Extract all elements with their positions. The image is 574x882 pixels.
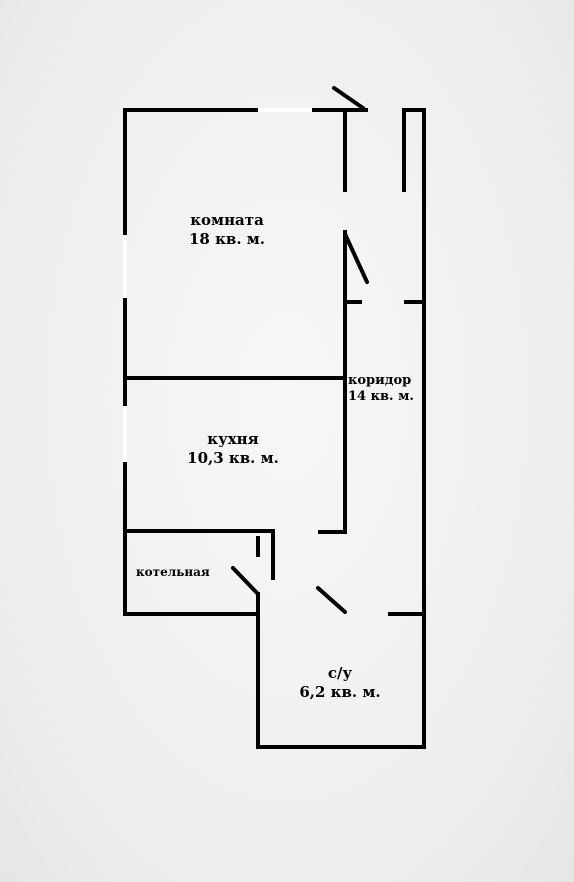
kitchen-name: кухня: [207, 430, 259, 448]
wc-name: с/у: [327, 664, 353, 682]
entrance-door-leaf: [332, 86, 365, 110]
corridor-label: коридор 14 кв. м.: [348, 373, 420, 406]
corridor-name: коридор: [348, 373, 412, 388]
boiler-label: котельная: [136, 565, 226, 580]
kitchen-area: 10,3 кв. м.: [187, 448, 279, 467]
boiler-name: котельная: [136, 565, 210, 579]
boiler-door-leaf: [231, 566, 260, 596]
room-door-leaf: [343, 232, 369, 284]
kitchen-label: кухня 10,3 кв. м.: [170, 430, 296, 468]
wc-label: с/у 6,2 кв. м.: [288, 664, 392, 702]
corridor-area: 14 кв. м.: [348, 389, 414, 405]
room-label: комната 18 кв. м.: [172, 211, 282, 249]
wc-door-leaf: [316, 586, 347, 614]
room-area: 18 кв. м.: [188, 229, 266, 248]
room-name: комната: [190, 211, 264, 229]
wc-area: 6,2 кв. м.: [299, 682, 381, 701]
